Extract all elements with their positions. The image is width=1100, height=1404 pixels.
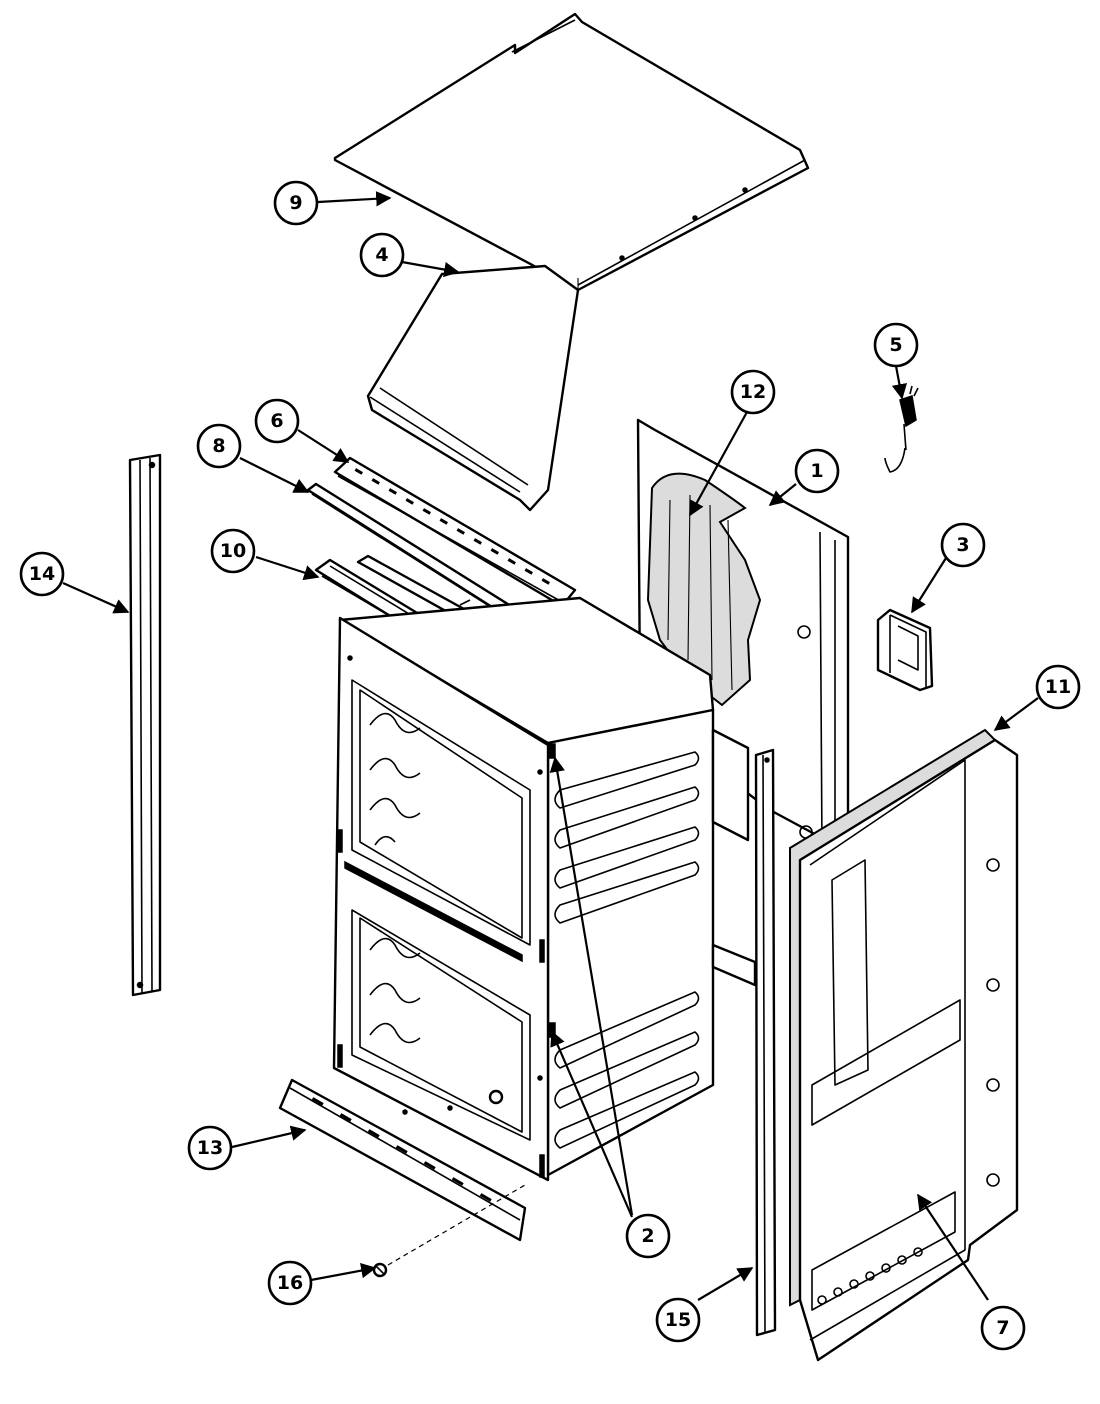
callout-9: 9 <box>273 180 319 226</box>
svg-text:14: 14 <box>29 563 55 585</box>
svg-text:5: 5 <box>889 334 902 356</box>
svg-text:3: 3 <box>956 534 969 556</box>
svg-text:16: 16 <box>277 1272 303 1294</box>
callout-5: 5 <box>873 322 919 368</box>
callout-14: 14 <box>19 551 65 597</box>
right-side-trim-part-15 <box>754 748 777 1337</box>
oven-cavity-frame <box>332 596 757 1182</box>
svg-text:13: 13 <box>197 1137 223 1159</box>
callout-10: 10 <box>210 528 256 574</box>
callout-4: 4 <box>359 232 405 278</box>
callout-16: 16 <box>267 1260 313 1306</box>
svg-text:4: 4 <box>375 244 388 266</box>
callout-8: 8 <box>196 423 242 469</box>
power-cord-part-5 <box>884 385 919 473</box>
leader-lines <box>62 191 1039 1301</box>
svg-text:2: 2 <box>641 1225 654 1247</box>
svg-text:9: 9 <box>289 192 302 214</box>
control-panel-part-7 <box>789 728 1019 1362</box>
callout-11: 11 <box>1035 664 1081 710</box>
bottom-trim-part-13 <box>278 1078 527 1242</box>
top-panel-part-9 <box>333 12 810 292</box>
baffle-part-4 <box>366 264 580 512</box>
callout-7: 7 <box>980 1305 1026 1351</box>
callout-2: 2 <box>625 1213 671 1259</box>
callout-1: 1 <box>794 448 840 494</box>
svg-text:7: 7 <box>996 1317 1009 1339</box>
svg-text:1: 1 <box>810 460 823 482</box>
svg-text:6: 6 <box>270 410 283 432</box>
svg-text:10: 10 <box>220 540 246 562</box>
callout-12: 12 <box>730 369 776 415</box>
svg-text:11: 11 <box>1045 676 1071 698</box>
callout-3: 3 <box>940 522 986 568</box>
left-side-trim-part-14 <box>128 453 162 997</box>
svg-text:8: 8 <box>212 435 225 457</box>
callout-15: 15 <box>655 1297 701 1343</box>
insulation-part-12 <box>646 472 762 707</box>
callout-13: 13 <box>187 1125 233 1171</box>
svg-text:15: 15 <box>665 1309 691 1331</box>
junction-box-part-3 <box>876 608 934 692</box>
callout-6: 6 <box>254 398 300 444</box>
svg-text:12: 12 <box>740 381 766 403</box>
